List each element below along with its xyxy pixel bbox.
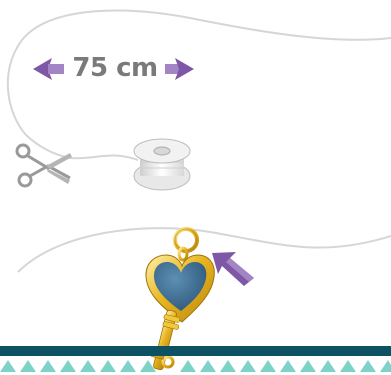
thread-loop (8, 10, 391, 160)
scissors-blades (46, 153, 72, 184)
measurement-label: 75 cm (70, 50, 160, 86)
arrow-right-icon (165, 58, 194, 80)
border-triangles (0, 360, 391, 372)
border-dark-band (0, 346, 391, 356)
spool-icon (134, 139, 190, 190)
arrow-pointer-icon (212, 252, 254, 286)
arrow-left-icon (33, 58, 64, 80)
